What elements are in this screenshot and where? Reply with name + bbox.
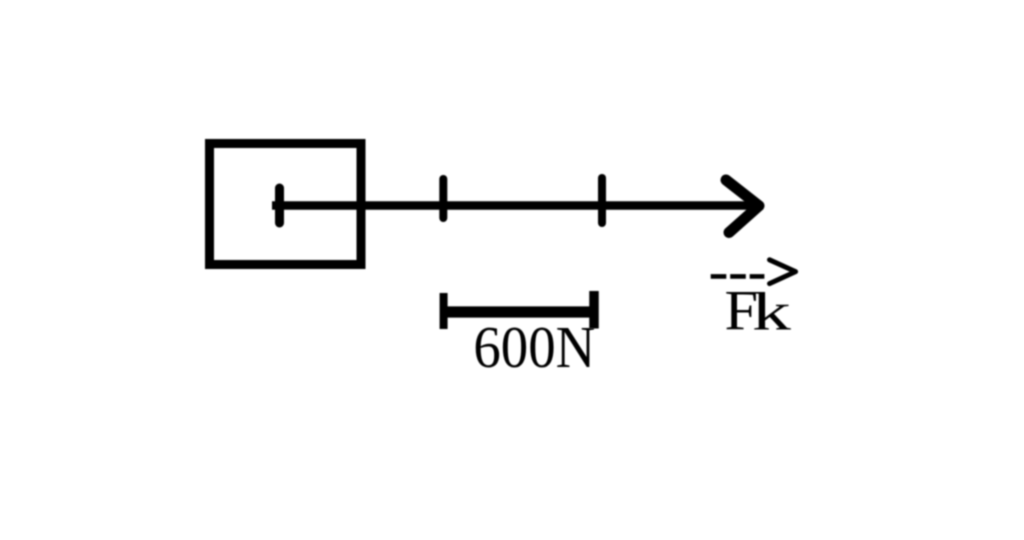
svg-text:F: F: [725, 279, 759, 342]
svg-text:600N: 600N: [473, 315, 595, 380]
svg-text:k: k: [752, 282, 792, 342]
